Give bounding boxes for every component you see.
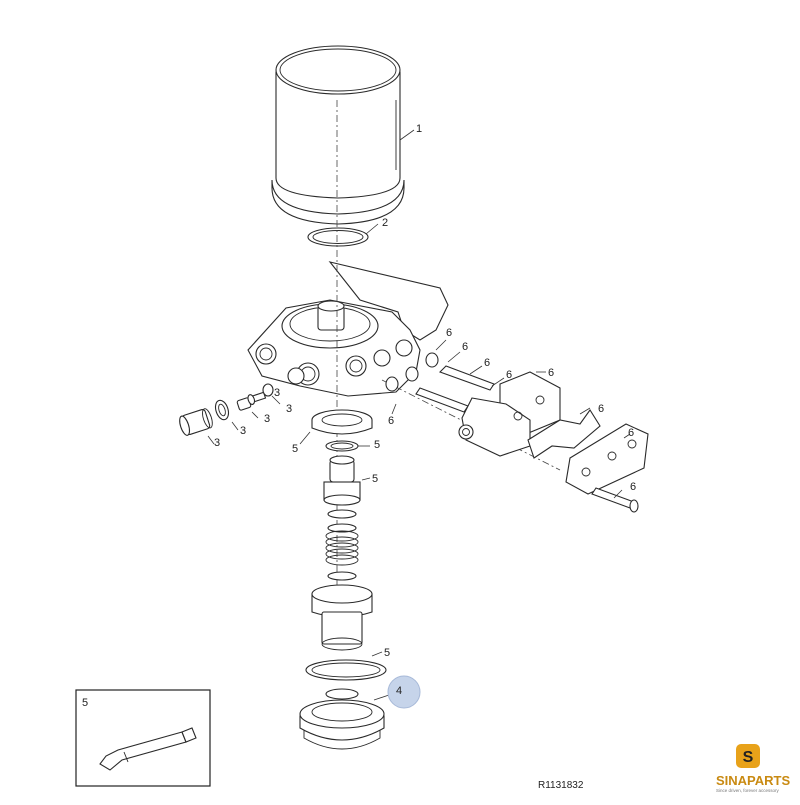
callout-3-d[interactable]: 3 [286, 403, 292, 415]
callout-6-f[interactable]: 6 [548, 367, 554, 379]
callout-5-c[interactable]: 5 [372, 473, 378, 485]
callout-6-d[interactable]: 6 [506, 369, 512, 381]
leader-lines [207, 129, 631, 701]
valve-block-right [385, 352, 649, 513]
inset-label: 5 [82, 697, 88, 709]
callout-3-c[interactable]: 3 [264, 413, 270, 425]
callout-6-c[interactable]: 6 [484, 357, 490, 369]
brand-logo: S SINAPARTS Since driven, forever access… [716, 744, 790, 793]
highlight-circle [387, 675, 421, 709]
callout-6-a[interactable]: 6 [446, 327, 452, 339]
logo-badge-icon [736, 744, 760, 768]
silencer-cover [299, 688, 385, 750]
logo-name: SINAPARTS [716, 773, 790, 788]
fittings-left [179, 383, 274, 436]
inset-box: 5 [75, 689, 211, 787]
callout-5-d[interactable]: 5 [384, 647, 390, 659]
callout-2[interactable]: 2 [382, 217, 388, 229]
svg-text:S: S [743, 749, 754, 766]
callout-6-h[interactable]: 6 [628, 427, 634, 439]
callout-3-a[interactable]: 3 [214, 437, 220, 449]
callout-6-b[interactable]: 6 [462, 341, 468, 353]
logo-tagline: Since driven, forever accessory [716, 788, 780, 793]
callout-6-i[interactable]: 6 [630, 481, 636, 493]
callout-6-g[interactable]: 6 [598, 403, 604, 415]
callout-3-b[interactable]: 3 [240, 425, 246, 437]
o-ring-large [307, 227, 369, 247]
valve-stack [305, 409, 387, 681]
grease-tube-icon [99, 727, 197, 771]
callout-1[interactable]: 1 [416, 123, 422, 135]
callout-5-a[interactable]: 5 [292, 443, 298, 455]
valve-housing [247, 100, 561, 610]
callout-4[interactable]: 4 [396, 685, 402, 697]
dryer-cartridge [271, 45, 405, 225]
callout-5-b[interactable]: 5 [374, 439, 380, 451]
callout-6-e[interactable]: 6 [388, 415, 394, 427]
callout-3-e[interactable]: 3 [274, 387, 280, 399]
drawing-number: R1131832 [538, 780, 584, 791]
